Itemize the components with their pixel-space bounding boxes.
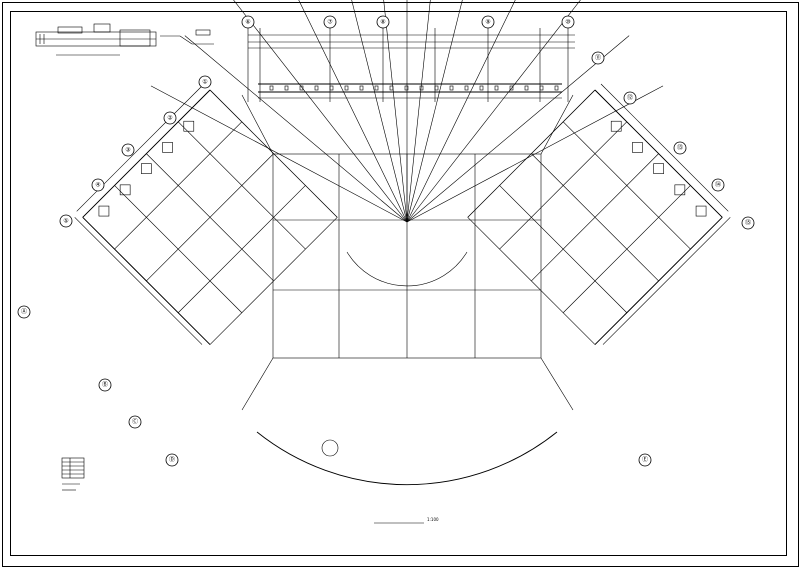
svg-text:④: ④ <box>95 182 100 189</box>
axis-bubble-top-0: ⑥ <box>241 15 255 29</box>
svg-text:③: ③ <box>125 147 130 154</box>
axis-bubble-right-3: ⑭ <box>711 178 725 192</box>
legend-table <box>61 457 85 491</box>
svg-text:Ⓑ: Ⓑ <box>102 381 108 389</box>
axis-bubble-left-0: ① <box>198 75 212 89</box>
axis-bubble-left-2: ③ <box>121 143 135 157</box>
svg-text:⑮: ⑮ <box>745 219 751 227</box>
central-grid <box>241 94 574 411</box>
axis-bubble-bottom-0: Ⓐ <box>17 305 31 319</box>
axis-bubble-bottom-2: Ⓒ <box>128 415 142 429</box>
axis-bubble-left-3: ④ <box>91 178 105 192</box>
svg-text:⑨: ⑨ <box>485 19 490 26</box>
axis-bubble-top-2: ⑧ <box>376 15 390 29</box>
svg-text:②: ② <box>167 115 173 122</box>
svg-text:⑭: ⑭ <box>715 181 721 189</box>
svg-text:①: ① <box>202 79 207 86</box>
axis-bubble-top-1: ⑦ <box>323 15 337 29</box>
drawing-title: 1:100 <box>374 517 439 524</box>
axis-bubble-top-3: ⑨ <box>481 15 495 29</box>
svg-text:⑥: ⑥ <box>245 19 250 26</box>
axis-bubble-right-4: ⑮ <box>741 216 755 230</box>
top-wall <box>247 28 575 102</box>
svg-text:⑤: ⑤ <box>63 218 68 225</box>
left-wing <box>74 83 338 345</box>
radial-fan <box>150 0 664 486</box>
right-wing <box>467 83 731 345</box>
svg-text:Ⓓ: Ⓓ <box>169 456 175 464</box>
svg-text:⑩: ⑩ <box>565 19 570 26</box>
axis-bubble-right-0: ⑪ <box>591 51 605 65</box>
axis-bubble-bottom-1: Ⓑ <box>98 378 112 392</box>
axis-bubble-right-2: ⑬ <box>673 141 687 155</box>
axis-bubble-left-4: ⑤ <box>59 214 73 228</box>
axis-bubble-bottom-3: Ⓓ <box>165 453 179 467</box>
svg-text:⑪: ⑪ <box>595 54 601 62</box>
svg-text:⑬: ⑬ <box>677 144 683 152</box>
axis-bubble-left-1: ② <box>163 111 177 125</box>
axis-bubble-right-1: ⑫ <box>623 91 637 105</box>
svg-text:Ⓔ: Ⓔ <box>642 456 648 464</box>
svg-text:Ⓒ: Ⓒ <box>132 418 138 426</box>
svg-text:⑧: ⑧ <box>380 19 385 26</box>
axis-bubble-top-4: ⑩ <box>561 15 575 29</box>
axis-bubbles: ⑥ ⑦ ⑧ ⑨ ⑩ ① ② ③ ④ ⑤ ⑪ ⑫ ⑬ ⑭ ⑮ Ⓐ Ⓑ Ⓒ Ⓓ Ⓔ <box>17 15 755 467</box>
drawing-scale: 1:100 <box>427 517 439 522</box>
svg-text:⑫: ⑫ <box>627 94 633 102</box>
svg-text:Ⓐ: Ⓐ <box>21 308 27 316</box>
svg-text:⑦: ⑦ <box>327 19 333 26</box>
axis-bubble-bottom-4: Ⓔ <box>638 453 652 467</box>
top-left-detail <box>35 23 214 56</box>
